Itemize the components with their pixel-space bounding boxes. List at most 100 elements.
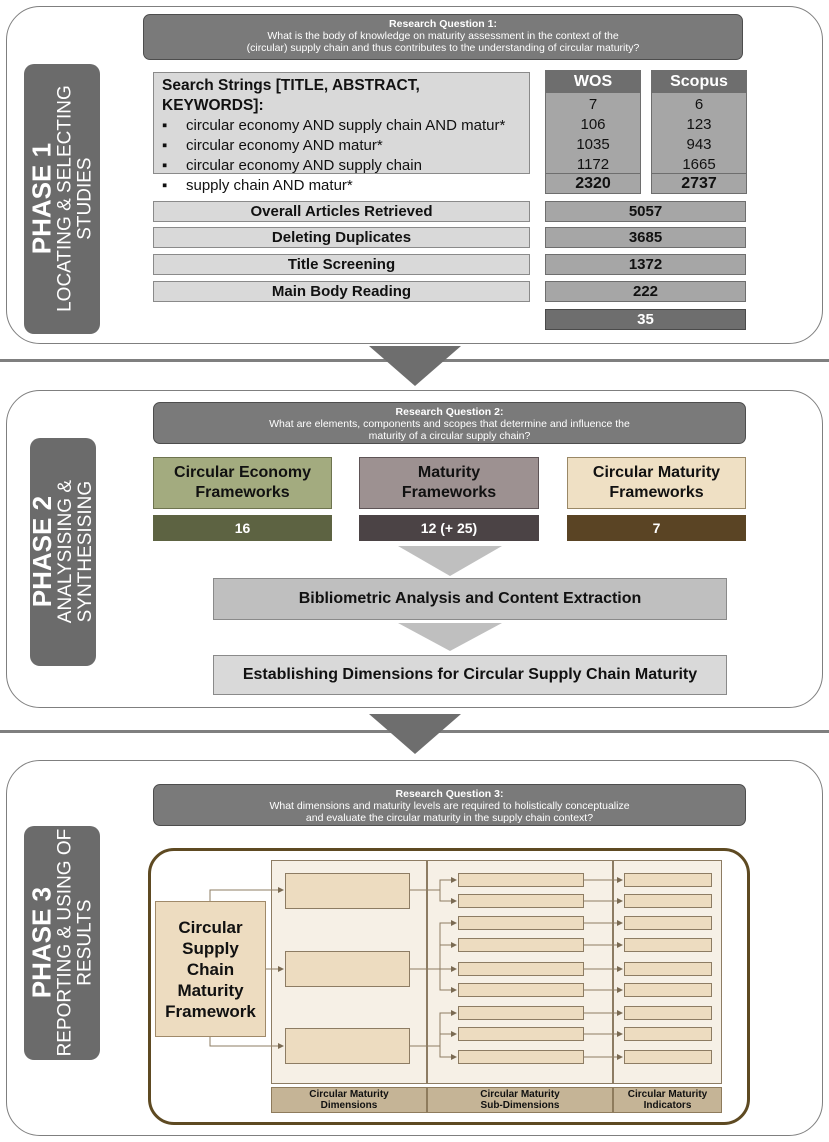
scopus-value: 1665 bbox=[682, 156, 716, 173]
scopus-value: 6 bbox=[694, 96, 704, 113]
rq2-title: Research Question 2: bbox=[395, 406, 504, 418]
search-list: ▪circular economy AND supply chain AND m… bbox=[162, 116, 521, 196]
establishing-dimensions: Establishing Dimensions for Circular Sup… bbox=[213, 655, 727, 695]
step-body-label: Main Body Reading bbox=[153, 281, 530, 302]
indicator-box bbox=[624, 873, 712, 887]
framework-ce-line2: Frameworks bbox=[195, 484, 290, 501]
phase3-tab: PHASE 3 REPORTING & USING OF RESULTS bbox=[24, 826, 100, 1060]
scopus-column: Scopus 6 123 943 1665 2737 bbox=[651, 70, 747, 194]
label-indicators: Circular Maturity Indicators bbox=[613, 1087, 722, 1113]
search-string-item: ▪supply chain AND matur* bbox=[162, 177, 353, 194]
framework-word: Supply bbox=[182, 938, 239, 958]
wos-value: 1172 bbox=[576, 156, 610, 173]
framework-ce-line1: Circular Economy bbox=[174, 464, 311, 481]
indicator-box bbox=[624, 983, 712, 997]
framework-word: Maturity bbox=[177, 980, 244, 1000]
step-title-label: Title Screening bbox=[153, 254, 530, 275]
framework-cm-line2: Frameworks bbox=[609, 484, 704, 501]
down-arrow-1 bbox=[369, 346, 461, 386]
wos-column: WOS 7 106 1035 1172 2320 bbox=[545, 70, 641, 194]
wos-values: 7 106 1035 1172 bbox=[546, 93, 640, 175]
label-indicators-line1: Circular Maturity bbox=[627, 1089, 708, 1100]
final-count: 35 bbox=[545, 309, 746, 330]
rq1-line2: (circular) supply chain and thus contrib… bbox=[246, 42, 640, 54]
indicator-box bbox=[624, 916, 712, 930]
indicator-box bbox=[624, 938, 712, 952]
subdimension-box bbox=[458, 916, 584, 930]
search-string-item: ▪circular economy AND matur* bbox=[162, 137, 383, 154]
search-string-item: ▪circular economy AND supply chain bbox=[162, 157, 422, 174]
subdimension-box bbox=[458, 938, 584, 952]
small-arrow-1 bbox=[398, 546, 502, 576]
label-subdimensions: Circular Maturity Sub-Dimensions bbox=[427, 1087, 613, 1113]
subdimension-box bbox=[458, 1050, 584, 1064]
framework-cm-line1: Circular Maturity bbox=[592, 464, 721, 481]
label-dimensions: Circular Maturity Dimensions bbox=[271, 1087, 427, 1113]
subdimension-box bbox=[458, 894, 584, 908]
rq3-line2: and evaluate the circular maturity in th… bbox=[305, 812, 594, 824]
rq1-title: Research Question 1: bbox=[389, 18, 497, 30]
scopus-values: 6 123 943 1665 bbox=[652, 93, 746, 175]
subdimension-box bbox=[458, 1027, 584, 1041]
step-body-value: 222 bbox=[545, 281, 746, 302]
scopus-header: Scopus bbox=[652, 71, 746, 93]
rq2-line2: maturity of a circular supply chain? bbox=[368, 430, 531, 442]
indicator-box bbox=[624, 1050, 712, 1064]
framework-circular-economy: Circular Economy Frameworks bbox=[153, 457, 332, 509]
dimension-box bbox=[285, 873, 410, 909]
circular-supply-chain-maturity-framework: Circular Supply Chain Maturity Framework bbox=[155, 901, 266, 1037]
research-question-2: Research Question 2: What are elements, … bbox=[153, 402, 746, 444]
rq3-title: Research Question 3: bbox=[395, 788, 504, 800]
rq3-line1: What dimensions and maturity levels are … bbox=[269, 800, 630, 812]
search-heading: Search Strings [TITLE, ABSTRACT, KEYWORD… bbox=[162, 77, 420, 114]
indicator-box bbox=[624, 1027, 712, 1041]
wos-value: 7 bbox=[588, 96, 598, 113]
framework-m-line1: Maturity bbox=[417, 464, 481, 481]
step-overall-label: Overall Articles Retrieved bbox=[153, 201, 530, 222]
research-question-1: Research Question 1: What is the body of… bbox=[143, 14, 743, 60]
bibliometric-analysis: Bibliometric Analysis and Content Extrac… bbox=[213, 578, 727, 620]
dimension-box bbox=[285, 951, 410, 987]
search-string-item: ▪circular economy AND supply chain AND m… bbox=[162, 117, 506, 134]
framework-word: Chain bbox=[186, 959, 235, 979]
wos-value: 1035 bbox=[576, 136, 610, 153]
scopus-value: 943 bbox=[686, 136, 712, 153]
subdimension-box bbox=[458, 873, 584, 887]
framework-word: Circular bbox=[178, 917, 243, 937]
indicator-box bbox=[624, 894, 712, 908]
label-subdimensions-line2: Sub-Dimensions bbox=[480, 1100, 560, 1111]
framework-ce-count: 16 bbox=[153, 515, 332, 541]
scopus-total: 2737 bbox=[652, 173, 746, 193]
rq1-line1: What is the body of knowledge on maturit… bbox=[267, 30, 619, 42]
framework-cm-count: 7 bbox=[567, 515, 746, 541]
label-subdimensions-line1: Circular Maturity bbox=[480, 1089, 560, 1100]
dimension-box bbox=[285, 1028, 410, 1064]
step-overall-value: 5057 bbox=[545, 201, 746, 222]
search-strings-box: Search Strings [TITLE, ABSTRACT, KEYWORD… bbox=[153, 72, 530, 194]
research-question-3: Research Question 3: What dimensions and… bbox=[153, 784, 746, 826]
subdimension-box bbox=[458, 983, 584, 997]
step-title-value: 1372 bbox=[545, 254, 746, 275]
framework-m-line2: Frameworks bbox=[401, 484, 497, 501]
subdimension-box bbox=[458, 1006, 584, 1020]
indicator-box bbox=[624, 962, 712, 976]
phase1-tab: PHASE 1 LOCATING & SELECTING STUDIES bbox=[24, 64, 100, 334]
phase2-tab: PHASE 2 ANALYSISING & SYNTHESISING bbox=[27, 438, 97, 666]
framework-circular-maturity: Circular Maturity Frameworks bbox=[567, 457, 746, 509]
framework-m-count: 12 (+ 25) bbox=[359, 515, 539, 541]
small-arrow-2 bbox=[398, 623, 502, 651]
subdimension-box bbox=[458, 962, 584, 976]
label-dimensions-line1: Circular Maturity bbox=[309, 1089, 389, 1100]
framework-word: Framework bbox=[165, 1001, 256, 1021]
scopus-value: 123 bbox=[686, 116, 712, 133]
label-dimensions-line2: Dimensions bbox=[320, 1100, 378, 1111]
down-arrow-2 bbox=[369, 714, 461, 754]
wos-value: 106 bbox=[580, 116, 606, 133]
wos-header: WOS bbox=[546, 71, 640, 93]
indicator-box bbox=[624, 1006, 712, 1020]
framework-maturity: Maturity Frameworks bbox=[359, 457, 539, 509]
wos-total: 2320 bbox=[546, 173, 640, 193]
label-indicators-line2: Indicators bbox=[643, 1100, 692, 1111]
step-duplicates-label: Deleting Duplicates bbox=[153, 227, 530, 248]
